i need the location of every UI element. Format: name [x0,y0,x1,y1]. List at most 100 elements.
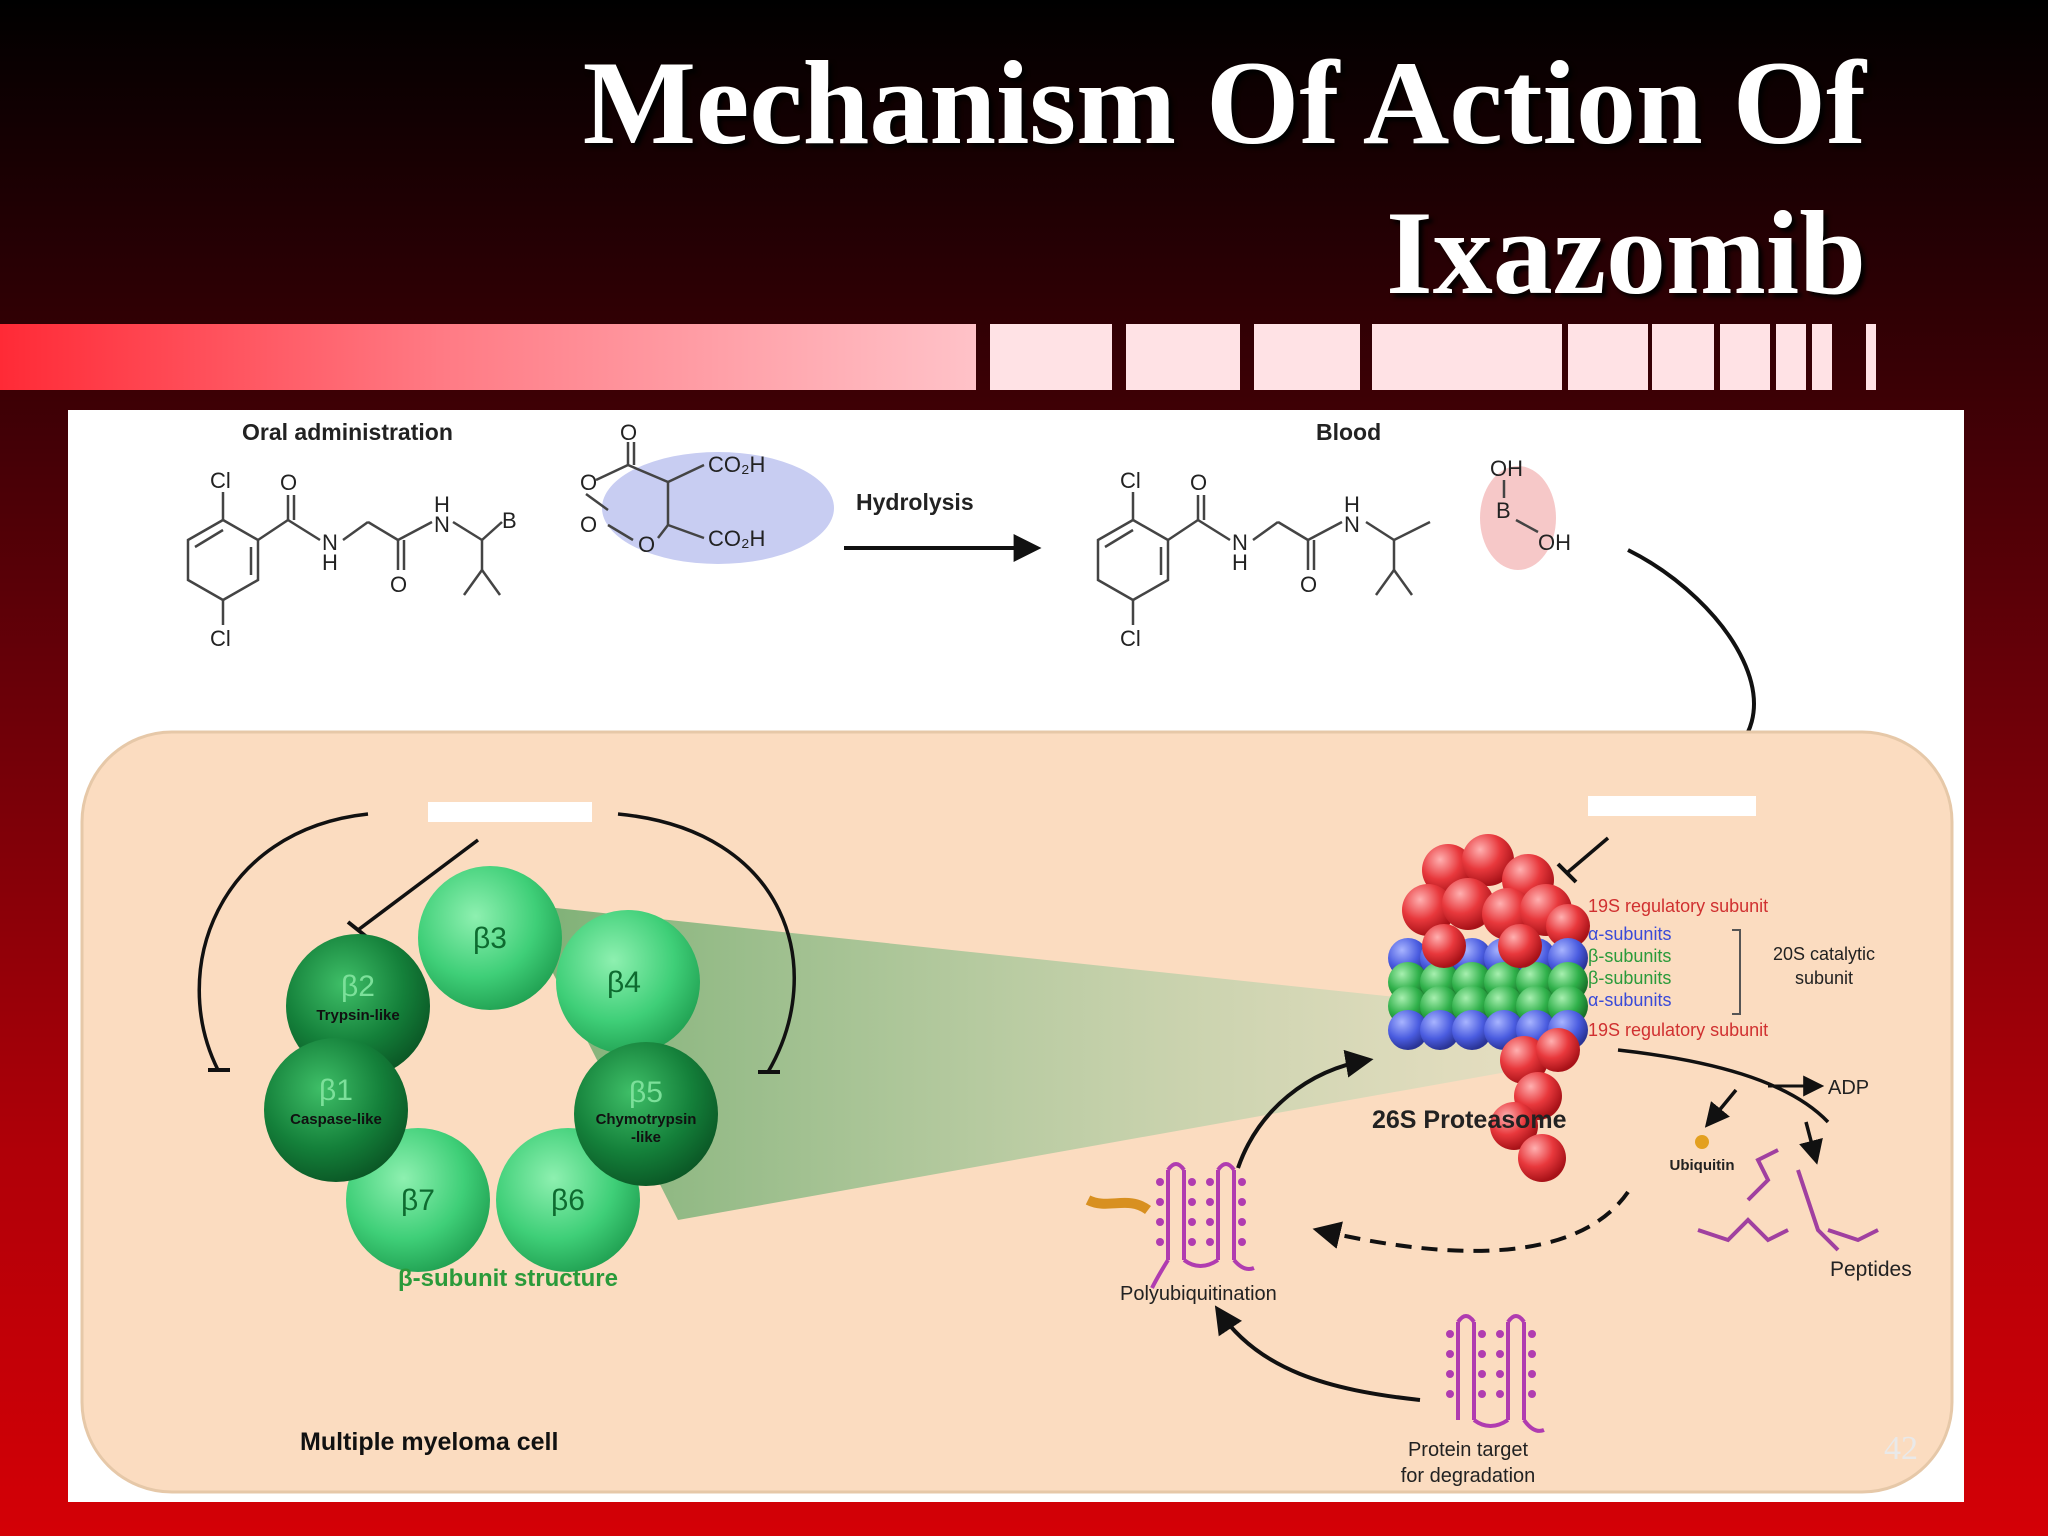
co2h-label: CO₂H [708,452,765,477]
decorative-block [1812,324,1832,390]
cl-label: Cl [210,626,231,651]
zoom-wedge [518,904,1518,1220]
diagram-panel: Oral administration Blood Cl Cl O N [68,410,1964,1502]
ubiquitin-label: Ubiquitin [1670,1157,1735,1174]
decorative-block [1568,324,1648,390]
co2h-label: CO₂H [708,526,765,551]
o-label: O [390,572,407,597]
decorative-block [1652,324,1714,390]
oh-label: OH [1538,530,1571,555]
cl-label: Cl [210,468,231,493]
n-label: N [322,530,338,555]
prodrug-atom-labels: Cl Cl O N H O N H B O O O O CO₂H CO₂H [210,420,765,651]
boronic-acid-highlight [1480,466,1556,570]
o-label: O [638,532,655,557]
decorative-block [1472,324,1562,390]
masked-label [428,802,592,822]
beta3-label: β3 [473,922,507,955]
alpha-subunits-label-bottom: α-subunits [1588,990,1671,1010]
mechanism-diagram: Oral administration Blood Cl Cl O N [80,419,1954,1494]
inhibition-line-center [356,838,480,932]
protein-target-icon [1446,1314,1545,1433]
peptides-label: Peptides [1830,1258,1912,1281]
o-label: O [580,470,597,495]
ixazomib-structure [1096,466,1556,625]
alpha-subunits-label-top: α-subunits [1588,924,1671,944]
oral-administration-label: Oral administration [242,419,453,445]
beta4-label: β4 [607,966,641,999]
catalytic-bracket [1732,929,1741,1015]
beta1-subunit [264,1038,408,1182]
protein-target-label-1: Protein target [1408,1439,1529,1461]
n-label: N [434,512,450,537]
beta6-label: β6 [551,1184,585,1217]
adp-label: ADP [1828,1077,1869,1099]
oh-label: OH [1490,456,1523,481]
decorative-block [1126,324,1240,390]
beta1-label: β1 [319,1074,353,1107]
beta5-sub-label-1: Chymotrypsin [596,1111,697,1128]
multiple-myeloma-cell-label: Multiple myeloma cell [300,1428,558,1456]
beta-subunit-ring: β3 β4 β6 β7 β2 Trypsin-like β1 Caspase-l… [264,866,718,1272]
h-label: H [1232,550,1248,575]
beta7-label: β7 [401,1184,435,1217]
beta3-subunit [418,866,562,1010]
peptides-icon [1697,1148,1879,1252]
b-label: B [1496,498,1511,523]
decorative-block [1254,324,1360,390]
drug-atom-labels: Cl Cl O N H O N H B OH OH [1120,456,1571,651]
beta-subunits-label-bottom: β-subunits [1588,968,1671,988]
inhibition-arc-left [197,812,369,1071]
decorative-block [1720,324,1770,390]
beta-subunits-label-top: β-subunits [1588,946,1671,966]
cl-label: Cl [1120,468,1141,493]
proteasome-inhibition-line [1566,836,1610,874]
polyubiquitinated-protein-icon [1085,1162,1255,1289]
polyubiquitin-chain [1085,1195,1151,1215]
peptides-arrow [1799,1121,1823,1165]
benzene-ring [1096,518,1170,602]
beta1-sub-label: Caspase-like [290,1111,382,1128]
protein-target-label-2: for degradation [1401,1465,1536,1487]
proteasome-26s [1388,834,1590,1182]
reg-subunit-bottom-label: 19S regulatory subunit [1588,1020,1768,1040]
beta5-label: β5 [629,1076,663,1109]
h-label: H [434,492,450,517]
o-label: O [280,470,297,495]
reg-subunit-top-label: 19S regulatory subunit [1588,896,1768,916]
decorative-block [990,324,1112,390]
blood-label: Blood [1316,419,1381,445]
decorative-block [1776,324,1806,390]
decorative-block [1866,324,1876,390]
o-label: O [580,512,597,537]
page-number: 42 [1884,1430,1918,1467]
inhibition-arc-right [617,812,796,1073]
hydrolysis-label: Hydrolysis [856,489,974,515]
beta2-label: β2 [341,970,375,1003]
ixazomib-citrate-structure [186,442,834,625]
cl-label: Cl [1120,626,1141,651]
catalytic-subunit-label-2: subunit [1795,968,1853,988]
slide-title: Mechanism Of Action Of Ixazomib [366,28,1866,328]
beta-subunit-structure-label: β-subunit structure [398,1265,618,1292]
ubiquitination-arrow [1214,1305,1421,1402]
masked-label [1588,796,1756,816]
proteasome-label: 26S Proteasome [1372,1106,1567,1134]
ubiquitin-recycling-arrow [1312,1190,1630,1253]
polyubiquitination-label: Polyubiquitination [1120,1283,1277,1305]
h-label: H [322,550,338,575]
o-label: O [1300,572,1317,597]
beta5-sub-label-2: -like [631,1129,661,1146]
o-label: O [620,420,637,445]
ubiquitin-release-arrow [1704,1088,1738,1128]
proteasome-legend: 19S regulatory subunit α-subunits β-subu… [1588,896,1875,1040]
b-label: B [502,508,517,533]
benzene-ring [186,518,260,602]
decorative-gradient-band [0,324,976,390]
slide-title-line-1: Mechanism Of Action Of [582,36,1866,169]
n-label: N [1344,512,1360,537]
o-label: O [1190,470,1207,495]
n-label: N [1232,530,1248,555]
beta4-subunit [556,910,700,1054]
slide-title-line-2: Ixazomib [1386,186,1866,319]
